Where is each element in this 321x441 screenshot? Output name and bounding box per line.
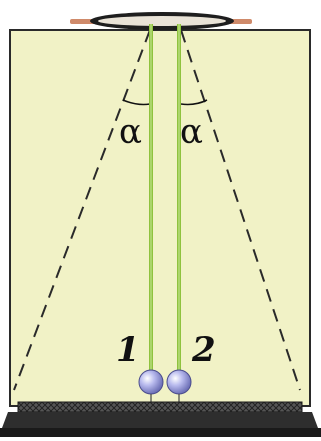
sphere-icon (166, 369, 192, 395)
dashed-line-left (13, 29, 151, 391)
angle-arc-right (180, 99, 208, 106)
sphere-icon (138, 369, 164, 395)
ball-label-1: 1 (116, 330, 140, 370)
ring-holder-icon (90, 12, 234, 30)
angle-label-left: α (119, 112, 142, 152)
angle-label-right: α (180, 112, 203, 152)
dashed-line-right (180, 29, 301, 391)
ball-label-2: 2 (191, 330, 216, 370)
stand-base-icon (0, 401, 321, 437)
angle-arc-left (122, 99, 151, 106)
background-screen (9, 29, 311, 407)
